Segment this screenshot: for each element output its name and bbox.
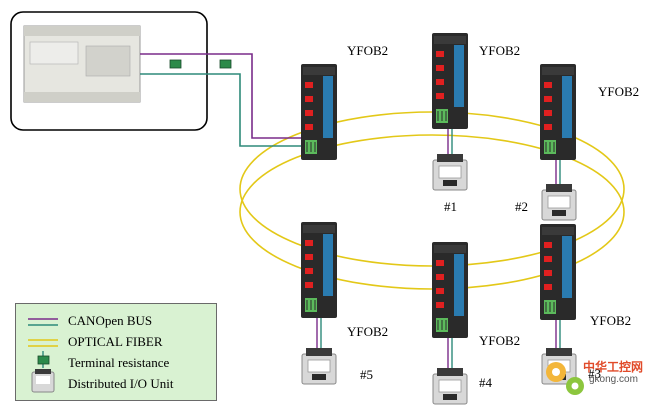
watermark: 中华工控网 gkong.com [533,358,663,406]
converter-bottom-right [539,223,577,321]
io-unit-4 [432,367,468,405]
plc-controller [10,11,208,131]
converter-label-bottom-left: YFOB2 [347,324,389,339]
converter-bottom-left [300,221,338,319]
converter-bottom-middle [431,241,469,339]
converter-top-middle [431,32,469,130]
converter-label-bottom-right: YFOB2 [590,313,632,328]
gear-icon [546,362,584,395]
legend-optical-fiber: OPTICAL FIBER [68,334,163,349]
converter-label-bottom-middle: YFOB2 [479,333,521,348]
io-unit-1 [432,153,468,191]
legend-terminal-resistance: Terminal resistance [68,355,170,370]
distributed-io-unit-icon [31,369,55,393]
io-label-5: #5 [360,367,373,382]
terminal-resistance-1 [169,59,182,69]
canopen-bus-lines [140,53,312,147]
converter-label-top-left: YFOB2 [347,43,389,58]
io-label-3: #3 [588,366,601,381]
io-label-2: #2 [515,199,528,214]
io-label-1: #1 [444,199,457,214]
watermark-text: 中华工控网 [583,360,644,374]
io-unit-5 [301,347,337,385]
io-unit-2 [541,183,577,221]
legend-canopen-bus: CANOpen BUS [68,313,153,328]
io-label-4: #4 [479,375,492,390]
converter-label-top-right: YFOB2 [598,84,640,99]
io-drop-cables [316,126,561,370]
converter-top-left [300,63,338,161]
converter-label-top-middle: YFOB2 [479,43,521,58]
terminal-resistance-2 [219,59,232,69]
legend-distributed-io-unit: Distributed I/O Unit [68,376,174,391]
watermark-url: gkong.com [589,374,638,385]
converter-top-right [539,63,577,161]
legend-icons [28,318,58,393]
terminal-resistance-icon [37,351,50,368]
